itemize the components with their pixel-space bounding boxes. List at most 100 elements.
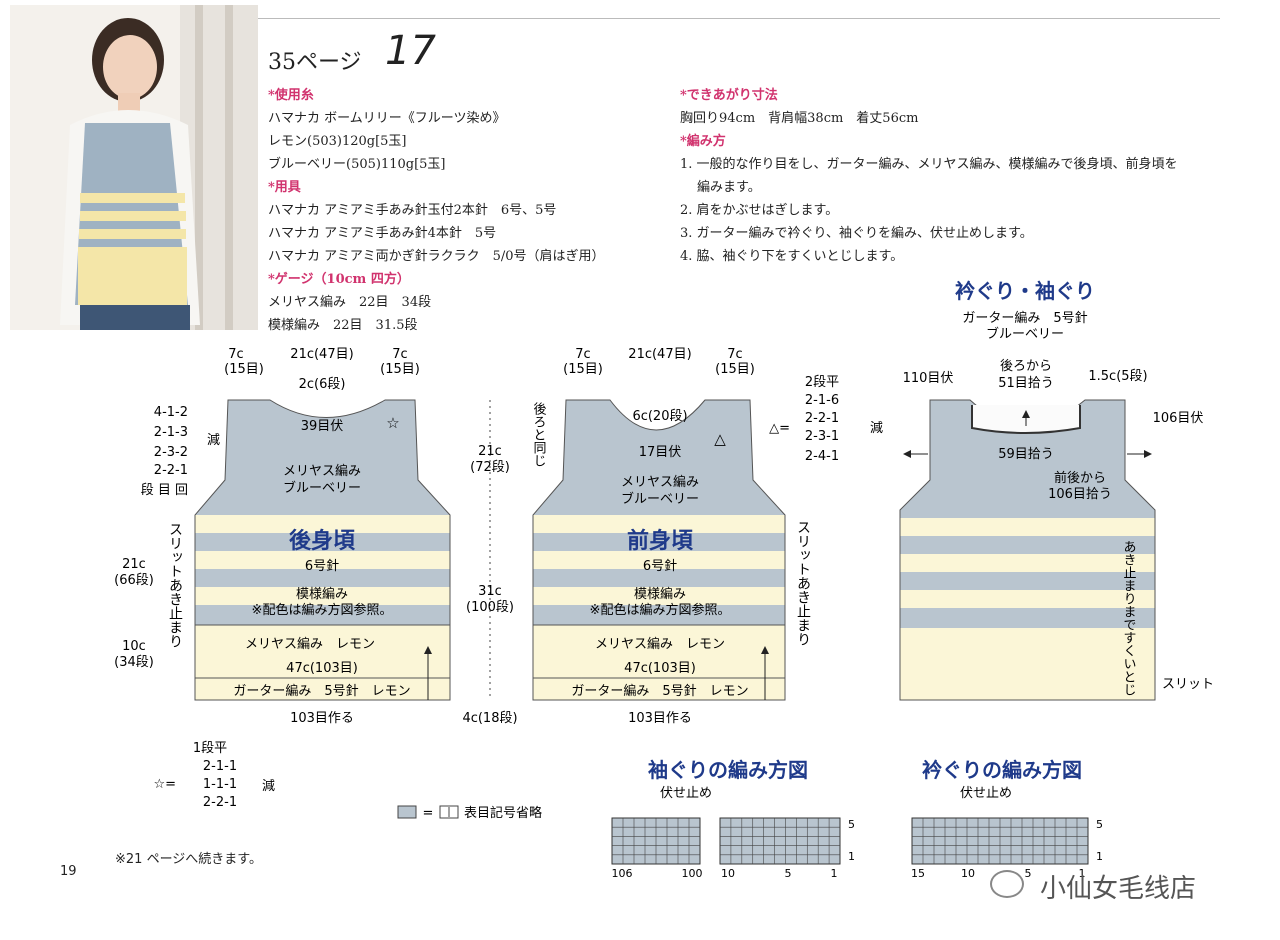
armhole-tick: 10 [721, 867, 735, 880]
legend-text: 表目記号省略 [464, 805, 542, 821]
front-neck-rows: 6c(20段) [632, 409, 687, 424]
front-cast-on: 103目作る [628, 711, 692, 726]
side-pick-2: 106目拾う [1048, 487, 1112, 502]
finished-heading: *できあがり寸法 [680, 88, 778, 103]
tools-line: ハマナカ アミアミ両かぎ針ラクラク 5/0号（肩はぎ用） [268, 249, 605, 264]
armhole-bind-off: 伏せ止め [660, 786, 712, 801]
gauge-line: 模様編み 22目 31.5段 [268, 318, 418, 333]
finished-size: 胸回り94cm 背肩幅38cm 着丈56cm [680, 111, 919, 126]
slit-note: スリット [1162, 677, 1214, 692]
back-pattern-note: ※配色は編み方図参照。 [252, 602, 393, 618]
front-top-left-sub: (15目) [563, 362, 603, 377]
armhole-tick: 106 [612, 867, 633, 880]
star-dec-top: 1段平 [193, 741, 227, 756]
front-pick: 59目拾う [998, 447, 1054, 462]
front-top-mid: 21c(47目) [628, 347, 691, 362]
front-upper-color: ブルーベリー [621, 491, 699, 507]
mid-dim2-sub: (100段) [466, 600, 514, 615]
method-step: 2. 肩をかぶせはぎします。 [680, 203, 839, 218]
tri-dec-label: 減 [870, 420, 883, 436]
star-dec-label: 減 [262, 778, 275, 794]
star-dec-row: 2-1-1 [203, 759, 237, 774]
back-neck-bind: 39目伏 [301, 419, 344, 434]
wechat-icon [990, 870, 1024, 898]
mid-dim3: 4c(18段) [462, 711, 517, 726]
tools-line: ハマナカ アミアミ手あみ針玉付2本針 6号、5号 [268, 203, 557, 218]
front-neck-bind: 17目伏 [639, 445, 682, 460]
yarn-line: ハマナカ ボームリリー《フルーツ染め》 [268, 111, 506, 126]
front-slit-label: スリットあき止まり [795, 520, 811, 646]
triangle-mark: △ [714, 430, 726, 448]
star-dec-eq: ☆= [153, 777, 176, 792]
yarn-line: ブルーベリー(505)110g[5玉] [268, 157, 446, 172]
front-same-as-back: 後ろと同じ [531, 402, 547, 467]
gauge-line: メリヤス編み 22目 34段 [268, 295, 432, 310]
tri-dec-row: 2-2-1 [805, 411, 839, 426]
continued-note: ※21 ページへ続きます。 [115, 852, 263, 867]
back-left-dim1-sub: (66段) [114, 573, 154, 588]
armhole-row5: 5 [848, 818, 855, 831]
method-step: 1. 一般的な作り目をし、ガーター編み、メリヤス編み、模様編みで後身頃、前身頃を [680, 157, 1178, 172]
finishing-rows: 1.5c(5段) [1088, 369, 1147, 384]
finishing-title: 衿ぐり・袖ぐり [955, 279, 1095, 303]
bind-right: 106目伏 [1153, 411, 1204, 426]
back-top-left-sub: (15目) [224, 362, 264, 377]
back-dec-row: 2-3-2 [154, 445, 188, 460]
neck-tick: 10 [961, 867, 975, 880]
front-upper-label: メリヤス編み [621, 474, 699, 490]
back-piece [194, 399, 451, 701]
front-top-right: 7c [727, 347, 742, 362]
front-lower-label: メリヤス編み レモン [595, 636, 725, 652]
chart-grid-lines [612, 818, 1088, 864]
mid-dim1-sub: (72段) [470, 460, 510, 475]
front-title: 前身頃 [627, 528, 694, 554]
back-top-left: 7c [228, 347, 243, 362]
back-width: 47c(103目) [286, 661, 358, 676]
pattern-number: 17 [385, 28, 436, 74]
front-piece [532, 399, 786, 701]
back-left-dim2: 10c [122, 639, 146, 654]
back-left-dim1: 21c [122, 557, 146, 572]
back-top-right-sub: (15目) [380, 362, 420, 377]
finishing-vest [899, 399, 1156, 701]
tri-dec-eq: △= [769, 421, 790, 436]
back-top-mid: 21c(47目) [290, 347, 353, 362]
star-mark: ☆ [386, 414, 399, 432]
back-left-dim2-sub: (34段) [114, 655, 154, 670]
back-neck-rows: 2c(6段) [299, 377, 346, 392]
bind-left: 110目伏 [903, 371, 954, 386]
tools-heading: *用具 [268, 180, 301, 195]
tri-dec-top: 2段平 [805, 375, 839, 390]
back-dec-row: 2-1-3 [154, 425, 188, 440]
header-rule [258, 18, 1220, 19]
armhole-chart [611, 817, 841, 865]
yarn-heading: *使用糸 [268, 88, 314, 103]
side-pick-1: 前後から [1054, 470, 1106, 486]
armhole-chart-title: 袖ぐりの編み方図 [648, 758, 808, 782]
armhole-tick: 100 [682, 867, 703, 880]
method-step: 編みます。 [697, 180, 761, 195]
back-pick-2: 51目拾う [998, 376, 1054, 391]
back-needle: 6号針 [305, 559, 339, 574]
back-upper-label: メリヤス編み [283, 463, 361, 479]
neck-tick: 15 [911, 867, 925, 880]
front-pattern: 模様編み [634, 586, 686, 602]
neck-tick: 1 [1079, 867, 1086, 880]
star-dec-row: 2-2-1 [203, 795, 237, 810]
page-reference: 35ページ [268, 50, 362, 75]
back-garter: ガーター編み 5号針 レモン [233, 683, 410, 699]
back-lower-label: メリヤス編み レモン [245, 636, 375, 652]
front-top-left: 7c [575, 347, 590, 362]
front-top-right-sub: (15目) [715, 362, 755, 377]
back-slit-label: スリットあき止まり [167, 522, 183, 648]
neck-row1: 1 [1096, 850, 1103, 863]
seam-note: あき止まりまですくいとじ [1121, 540, 1137, 696]
finishing-sub2: ブルーベリー [986, 326, 1064, 342]
materials-block: *使用糸 ハマナカ ボームリリー《フルーツ染め》 レモン(503)120g[5玉… [268, 84, 668, 337]
legend-eq: = [423, 806, 434, 821]
front-pattern-note: ※配色は編み方図参照。 [590, 602, 731, 618]
armhole-tick: 1 [831, 867, 838, 880]
neck-tick: 5 [1025, 867, 1032, 880]
neck-bind-off: 伏せ止め [960, 786, 1012, 801]
mid-dim1: 21c [478, 444, 502, 459]
